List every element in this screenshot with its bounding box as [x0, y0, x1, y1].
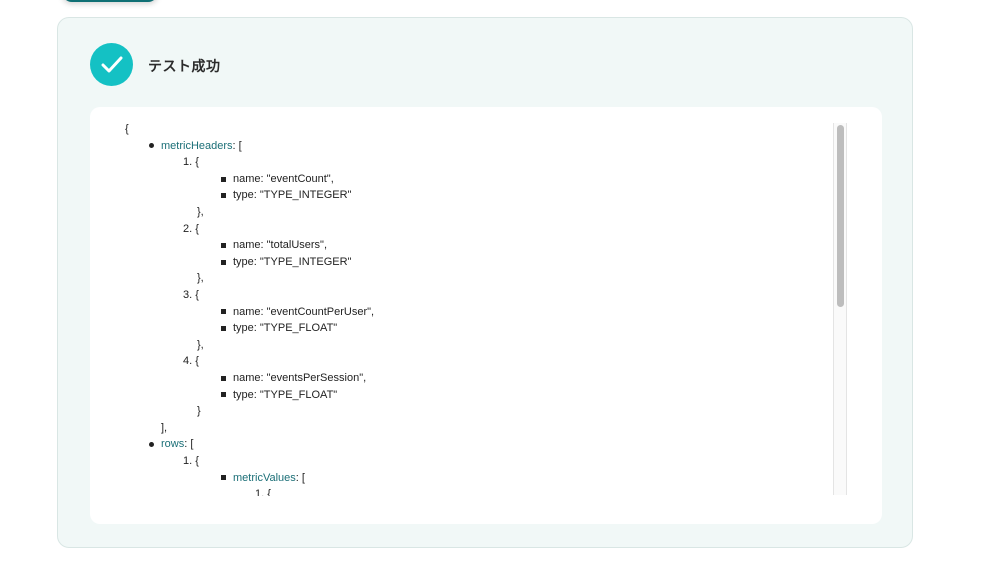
index-label: 1.	[183, 455, 193, 467]
field-type: type: "TYPE_FLOAT"	[233, 388, 338, 401]
checkmark-icon	[101, 56, 122, 72]
list-item-index: 4. {	[183, 353, 199, 370]
metric-headers-key: metricHeaders	[161, 139, 233, 152]
field-name: name: "eventsPerSession",	[233, 372, 367, 384]
index-label: 2.	[183, 222, 193, 235]
close-brace: }	[197, 405, 201, 418]
open-brace: {	[195, 289, 199, 301]
bullet	[149, 442, 154, 447]
open-brace: {	[267, 488, 271, 496]
field-name: name: "eventCountPerUser",	[233, 305, 375, 318]
open-brace: {	[195, 222, 199, 235]
json-tree-view[interactable]: { metricHeaders: [ 1. { name: "eventCoun…	[90, 121, 832, 496]
top-action-button[interactable]	[62, 0, 158, 2]
field-type: type: "TYPE_FLOAT"	[233, 322, 338, 335]
close-brace: },	[197, 338, 204, 351]
bullet	[221, 326, 226, 331]
list-item-index: 3. {	[183, 287, 199, 304]
root-open-brace: {	[125, 123, 129, 135]
open-brace: {	[195, 156, 199, 169]
field-type: type: "TYPE_INTEGER"	[233, 189, 352, 202]
metric-headers-line: metricHeaders: [	[161, 138, 242, 155]
index-label: 1.	[255, 488, 265, 496]
index-label: 4.	[183, 355, 193, 368]
metric-values-open: : [	[295, 471, 305, 484]
bullet	[149, 143, 154, 148]
field-name: name: "totalUsers",	[233, 239, 328, 252]
open-brace: {	[195, 355, 199, 368]
close-brace: },	[197, 272, 204, 285]
metric-values-line: metricValues: [	[233, 470, 305, 487]
json-result-card: { metricHeaders: [ 1. { name: "eventCoun…	[90, 107, 882, 524]
index-label: 3.	[183, 289, 193, 301]
metric-values-key: metricValues	[233, 471, 296, 484]
test-result-panel: テスト成功 { metricHeaders: [ 1. { name: "eve…	[57, 17, 913, 548]
metric-headers-close: ],	[161, 421, 168, 434]
close-brace: },	[197, 206, 204, 218]
bullet	[221, 375, 226, 381]
list-item-index: 1. {	[183, 154, 199, 171]
bullet	[221, 392, 226, 397]
field-type: type: "TYPE_INTEGER"	[233, 255, 352, 268]
scrollbar-thumb[interactable]	[837, 125, 844, 307]
bullet	[221, 259, 226, 265]
rows-open: : [	[184, 438, 194, 451]
field-name: name: "eventCount",	[233, 172, 334, 185]
list-item-index: 1. {	[183, 453, 199, 470]
bullet	[221, 475, 226, 480]
rows-key: rows	[161, 438, 185, 451]
bullet	[221, 309, 226, 314]
metric-headers-open: : [	[232, 139, 242, 152]
index-label: 1.	[183, 156, 193, 169]
list-item-index: 1. {	[255, 486, 271, 496]
bullet	[221, 193, 226, 198]
open-brace: {	[195, 455, 199, 467]
rows-line: rows: [	[161, 436, 193, 453]
status-label: テスト成功	[148, 58, 221, 74]
list-item-index: 2. {	[183, 221, 199, 238]
check-circle-icon	[90, 43, 133, 86]
vertical-scrollbar[interactable]	[833, 123, 847, 495]
bullet	[221, 176, 226, 182]
bullet	[221, 243, 226, 248]
